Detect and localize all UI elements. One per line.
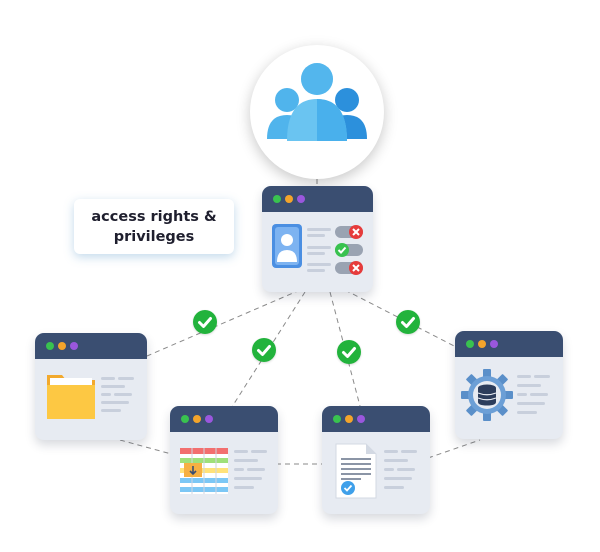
window-dot-green <box>273 195 281 203</box>
users-group-icon <box>267 63 367 141</box>
window-title-bar <box>35 333 147 359</box>
verified-document-icon <box>335 443 417 499</box>
folder-icon <box>47 375 134 419</box>
window-dot-orange <box>285 195 293 203</box>
window-title-bar <box>262 186 373 212</box>
check-icon-database <box>396 310 420 334</box>
window-dot-purple <box>205 415 213 423</box>
check-icon-document <box>337 340 361 364</box>
window-title-bar <box>322 406 430 432</box>
window-dot-green <box>333 415 341 423</box>
window-dot-green <box>46 342 54 350</box>
window-dot-purple <box>70 342 78 350</box>
window-dot-purple <box>297 195 305 203</box>
access-rights-label: access rights & privileges <box>74 199 234 254</box>
connector-document-to-database <box>427 439 481 459</box>
spreadsheet-window <box>170 406 278 514</box>
connector-access-to-folder <box>146 289 301 357</box>
access-control-window <box>262 186 373 292</box>
users-node <box>250 45 384 179</box>
id-card-toggles-icon <box>272 224 363 275</box>
window-dot-orange <box>193 415 201 423</box>
label-line-2: privileges <box>113 228 195 245</box>
window-dot-green <box>466 340 474 348</box>
window-dot-purple <box>490 340 498 348</box>
connector-folder-to-spreadsheet <box>119 439 176 456</box>
database-window <box>455 331 563 439</box>
window-title-bar <box>455 331 563 357</box>
check-icon-folder <box>193 310 217 334</box>
window-dot-orange <box>478 340 486 348</box>
check-icon-spreadsheet <box>252 338 276 362</box>
database-gear-icon <box>461 369 550 421</box>
spreadsheet-icon <box>180 448 267 494</box>
window-title-bar <box>170 406 278 432</box>
window-dot-orange <box>345 415 353 423</box>
label-line-1: access rights & <box>91 208 217 225</box>
folder-window <box>35 333 147 440</box>
document-window <box>322 406 430 514</box>
window-dot-green <box>181 415 189 423</box>
window-dot-purple <box>357 415 365 423</box>
window-dot-orange <box>58 342 66 350</box>
